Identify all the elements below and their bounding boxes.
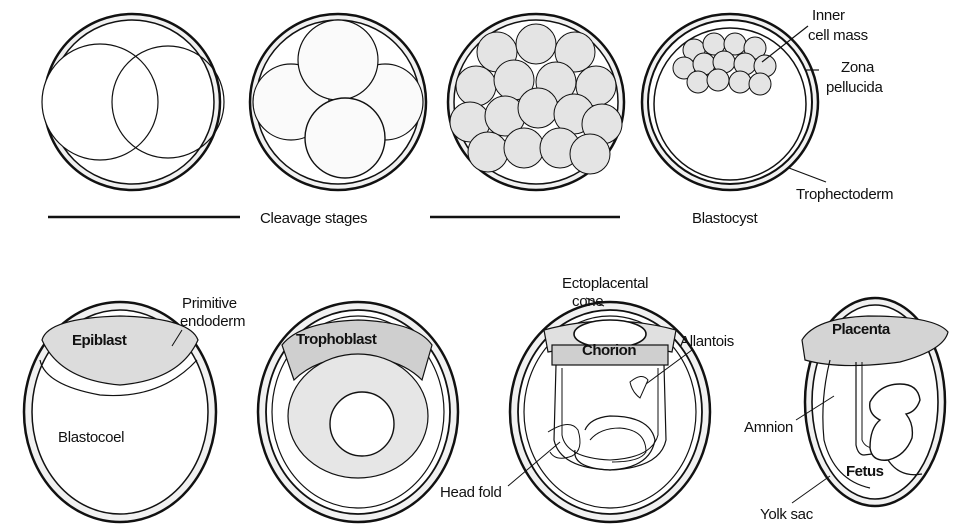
morula-stage — [448, 14, 624, 190]
two-cell-stage — [42, 14, 224, 190]
chorion-label: Chorion — [582, 342, 636, 359]
trophoblast-label: Trophoblast — [296, 331, 377, 348]
epiblast-label: Epiblast — [72, 332, 127, 349]
blastocoel-label: Blastocoel — [58, 429, 124, 446]
trophectoderm-label: Trophectoderm — [796, 186, 893, 203]
zona-pellucida-label-line2: pellucida — [826, 79, 883, 96]
ectoplacental-cone-label-line1: Ectoplacental — [562, 275, 648, 292]
head-fold-label: Head fold — [440, 484, 502, 501]
ectoplacental-cone-label-line2: cone — [572, 293, 603, 310]
primitive-endoderm-label-line2: endoderm — [180, 313, 245, 330]
cleavage-stages-caption: Cleavage stages — [260, 210, 367, 227]
yolk-sac-leader — [792, 476, 830, 503]
four-cell-stage — [250, 14, 426, 190]
inner-cell-mass-label-line2: cell mass — [808, 27, 868, 44]
inner-cell-mass-label-line1: Inner — [812, 7, 845, 24]
inner-cell-mass — [673, 33, 776, 95]
yolk-sac-label: Yolk sac — [760, 506, 814, 523]
placenta-label: Placenta — [832, 321, 891, 338]
amnion-label: Amnion — [744, 419, 793, 436]
primitive-endoderm-label-line1: Primitive — [182, 295, 237, 312]
blastocyst-stage — [642, 14, 818, 190]
fetus-label: Fetus — [846, 463, 884, 480]
allantois-label: Allantois — [680, 333, 734, 350]
zona-pellucida-label-line1: Zona — [841, 59, 875, 76]
blastocyst-caption: Blastocyst — [692, 210, 758, 227]
